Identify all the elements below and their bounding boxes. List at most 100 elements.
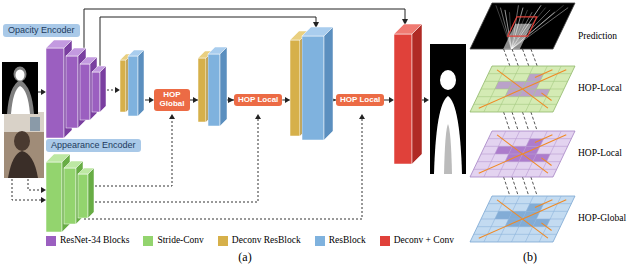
legend-label: ResBlock: [329, 235, 366, 246]
dotted-connection: [12, 179, 42, 200]
resblock: [128, 50, 144, 116]
plane-outline: [470, 196, 575, 242]
feature-plane: Prediction: [470, 3, 575, 49]
deconv-conv-block: [394, 34, 412, 164]
legend-label: Stride-Conv: [157, 235, 203, 246]
dotted-arrowhead: [359, 114, 365, 119]
resnet-block: [66, 56, 78, 128]
focus-square: [508, 17, 537, 36]
node-label: HOP Local: [340, 96, 380, 105]
input-photo: [4, 112, 44, 178]
skip-arrowhead: [313, 19, 408, 28]
node-label: HOP-Local: [578, 148, 622, 159]
dotted-connection: [107, 90, 116, 91]
node-label: Prediction: [578, 31, 617, 42]
resnet-block: [80, 64, 90, 120]
grid-cell: [495, 81, 513, 89]
plane-outline: [470, 3, 575, 49]
output-matte: [430, 44, 466, 174]
dotted-arrowhead: [169, 114, 175, 119]
input-photo: [14, 131, 30, 151]
input-photo: [4, 112, 44, 178]
deconv-conv-block: [394, 24, 422, 164]
dotted-arrowhead: [41, 197, 46, 203]
deconv-resblock: [290, 40, 300, 136]
hop-module: HOP Global: [154, 89, 190, 111]
deconv-conv-block: [412, 24, 422, 164]
dotted-connection: [95, 119, 172, 186]
panel-label: (a): [238, 250, 251, 264]
output-matte: [444, 124, 452, 174]
deconv-resblock: [120, 60, 126, 112]
legend-swatch: [315, 236, 325, 246]
legend-item: Stride-Conv: [143, 235, 203, 246]
trimap-image: [16, 70, 25, 81]
legend-swatch: [46, 236, 56, 246]
flow-arrowhead: [193, 97, 198, 103]
stride-conv-block: [46, 154, 94, 232]
output-matte: [434, 96, 462, 174]
feature-plane: HOP-Local: [470, 66, 575, 112]
legend-item: Deconv + Conv: [380, 235, 454, 246]
flow-arrow: [422, 97, 429, 103]
legend-item: ResNet-34 Blocks: [46, 235, 129, 246]
resblock: [138, 50, 144, 116]
node-label: HOP Local: [238, 96, 278, 105]
resnet-block: [100, 66, 106, 112]
trimap-image: [11, 86, 30, 114]
output-matte: [430, 44, 466, 174]
dotted-arrowhead: [41, 187, 46, 193]
stride-conv-block: [78, 174, 88, 218]
flow-arrowhead: [285, 97, 290, 103]
input-arrow: [41, 89, 46, 95]
stride-conv-block: [64, 168, 76, 224]
flow-arrow: [384, 97, 394, 103]
feature-plane: HOP-Local: [470, 131, 575, 177]
plane-outline: [470, 131, 575, 177]
legend-item: ResBlock: [315, 235, 366, 246]
trimap-image: [2, 62, 38, 114]
input-photo: [8, 151, 38, 178]
trimap-image: [7, 80, 34, 114]
trimap-image: [14, 67, 27, 82]
projection-line: [504, 49, 538, 66]
encoder-label: Appearance Encoder: [46, 139, 141, 152]
attention-link: [479, 200, 567, 238]
resnet-block: [46, 40, 106, 138]
node-label: Appearance Encoder: [51, 140, 136, 151]
dotted-arrowhead: [115, 87, 120, 93]
flow-arrow: [389, 97, 394, 103]
grid-line: [474, 196, 572, 242]
legend-item: Deconv ResBlock: [218, 235, 301, 246]
plane-outline: [470, 66, 575, 112]
plane-outline: [470, 66, 575, 112]
flow-arrow: [424, 97, 429, 103]
legend-swatch: [380, 236, 390, 246]
dotted-arrowhead: [255, 114, 261, 119]
resblock: [208, 47, 227, 126]
feature-plane: HOP-Global: [470, 196, 575, 242]
encoder-label: Opacity Encoder: [3, 24, 80, 37]
resblock: [220, 47, 227, 126]
attention-link: [479, 135, 567, 173]
output-matte: [440, 70, 456, 90]
node-label: HOP-Local: [578, 83, 622, 94]
resblock: [302, 27, 333, 140]
resblock: [302, 36, 324, 140]
resblock: [208, 54, 220, 126]
resnet-block: [46, 48, 64, 138]
legend-label: Deconv + Conv: [394, 235, 454, 246]
legend-label: Deconv ResBlock: [232, 235, 301, 246]
grid-cell: [495, 146, 513, 154]
stride-conv-block: [46, 162, 62, 232]
resblock: [324, 27, 333, 140]
stride-conv-block: [88, 168, 94, 218]
attention-link: [479, 70, 567, 108]
skip-connection: [84, 9, 405, 48]
legend-swatch: [218, 236, 228, 246]
flow-arrow: [145, 97, 154, 103]
resblock: [128, 56, 138, 116]
node-label: HOP-Global: [578, 213, 626, 224]
grid-cell: [495, 211, 513, 219]
